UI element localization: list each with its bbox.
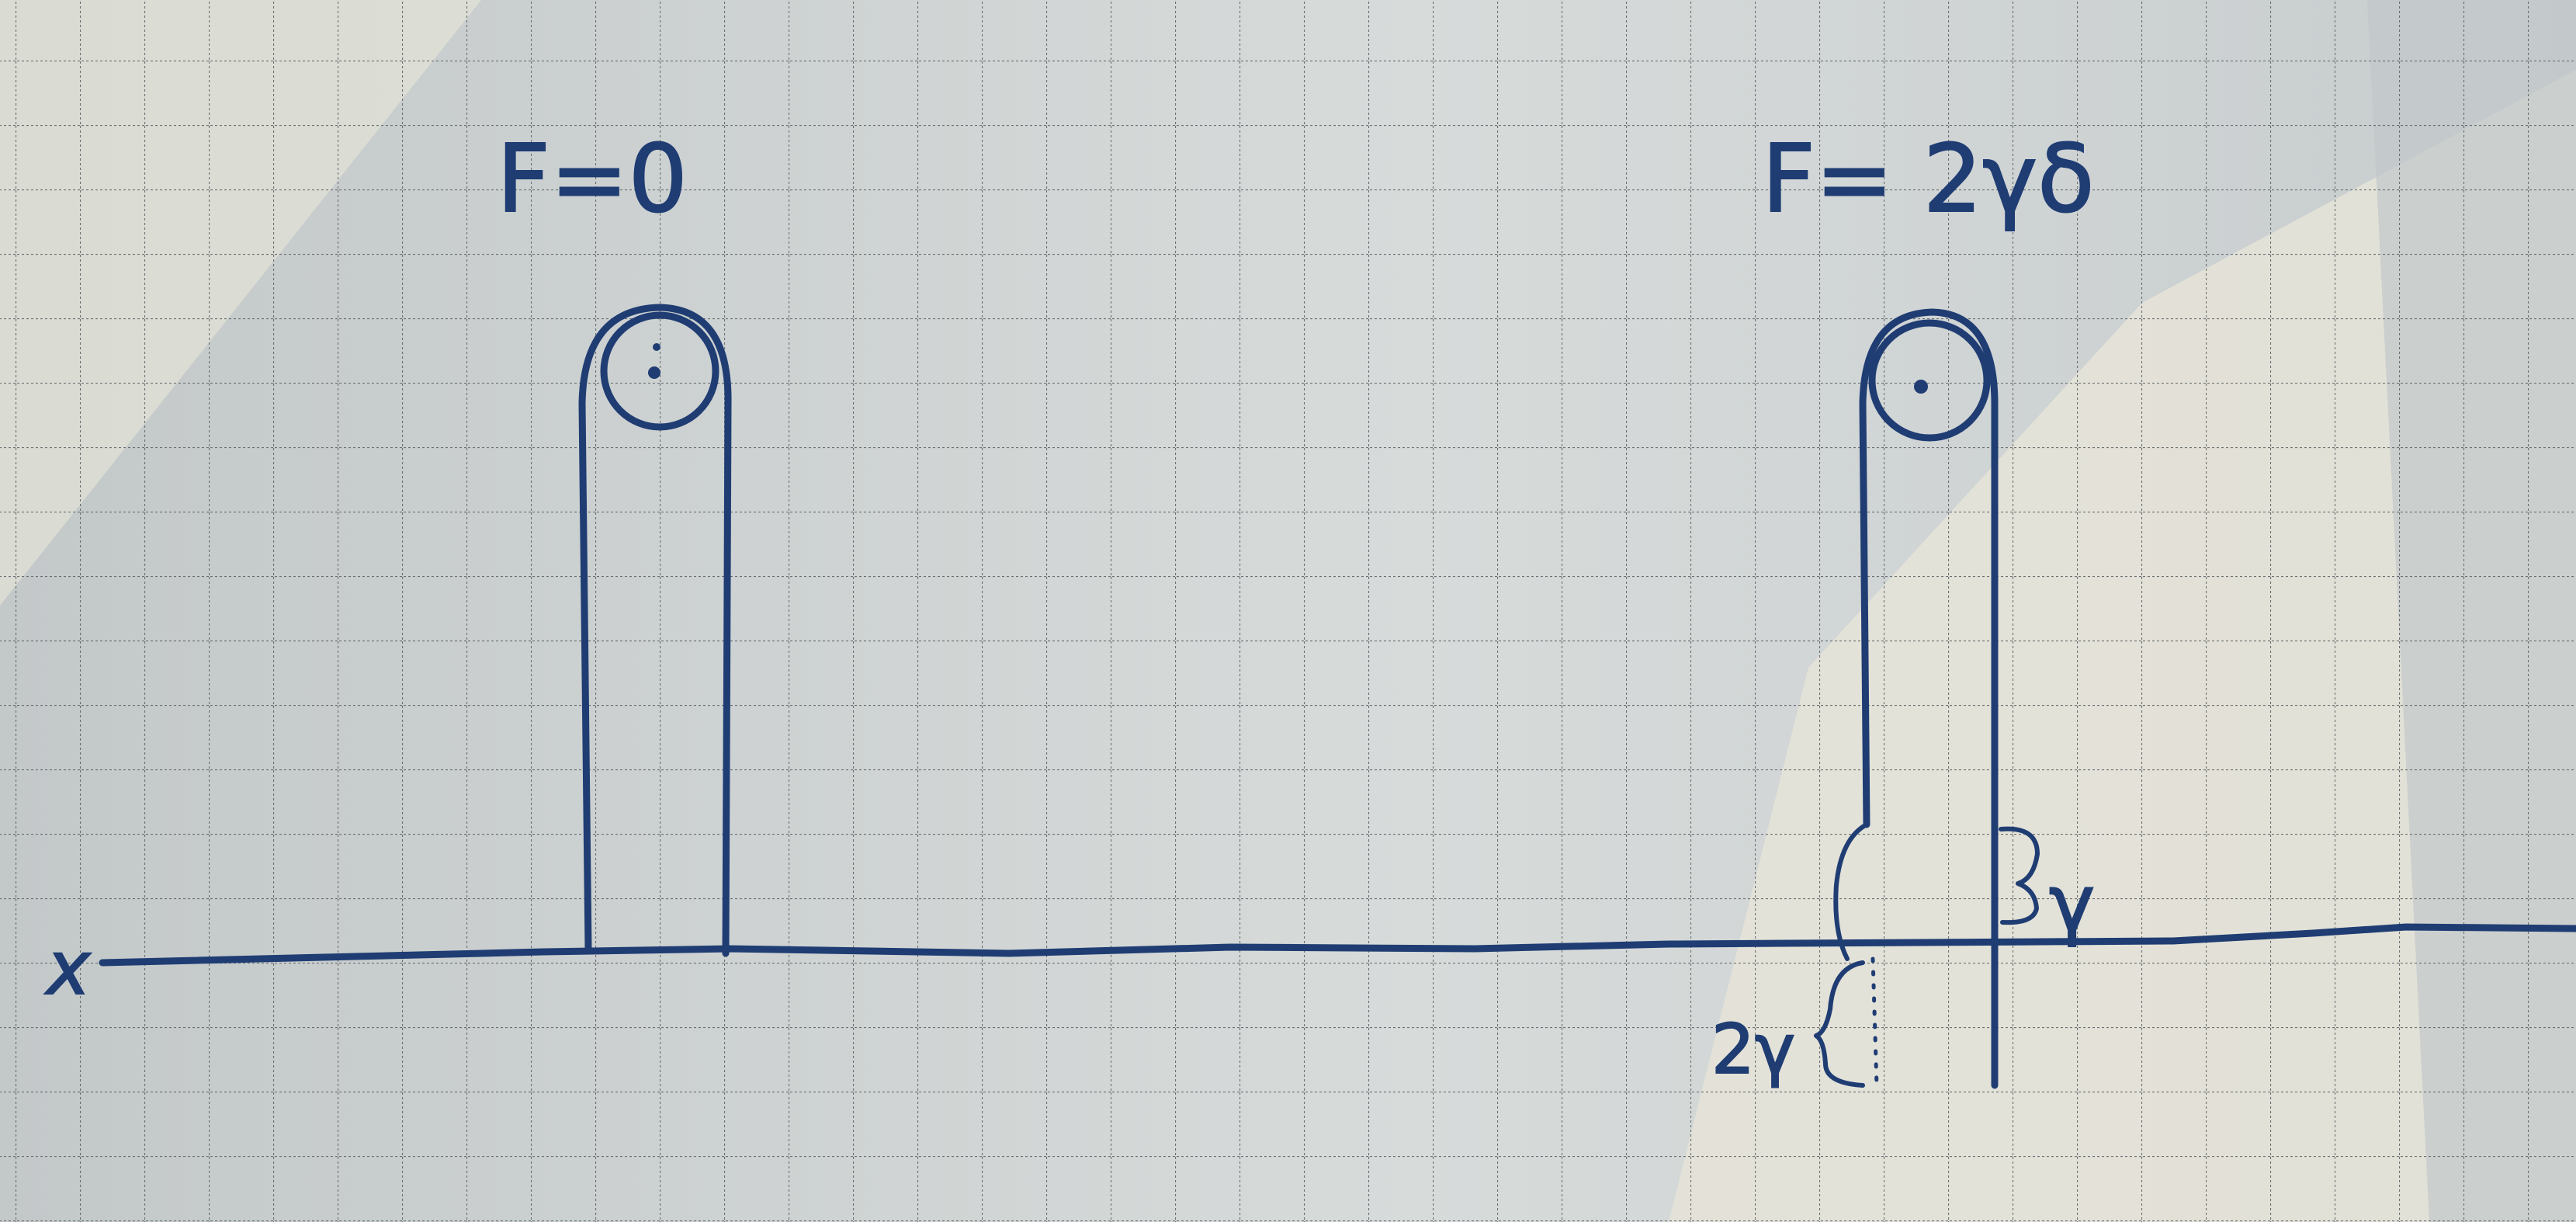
left-force-label: F=0 — [497, 126, 688, 234]
left-bar-pin-dot-upper — [653, 343, 660, 351]
left-bar-pin-dot — [648, 366, 660, 379]
left-bar-pin-circle — [600, 311, 719, 431]
right-bar-outline — [1859, 308, 1999, 1089]
upper-gap-label: γ — [2049, 858, 2095, 949]
axis-label: x — [44, 926, 92, 1012]
right-bar-dotted-extension — [1870, 956, 1879, 1088]
right-force-label: F= 2γδ — [1762, 126, 2095, 234]
right-bar: γ 2γ — [1711, 308, 2096, 1090]
left-bar — [578, 304, 732, 957]
upper-gap-brace — [1999, 826, 2040, 925]
right-bar-pin-circle — [1868, 319, 1991, 442]
right-bar-pin-dot — [1914, 380, 1928, 394]
left-bar-outline — [578, 304, 732, 957]
x-axis-line — [99, 923, 2576, 967]
lower-gap-label: 2γ — [1711, 1009, 1795, 1089]
lower-gap-brace — [1814, 960, 1865, 1088]
